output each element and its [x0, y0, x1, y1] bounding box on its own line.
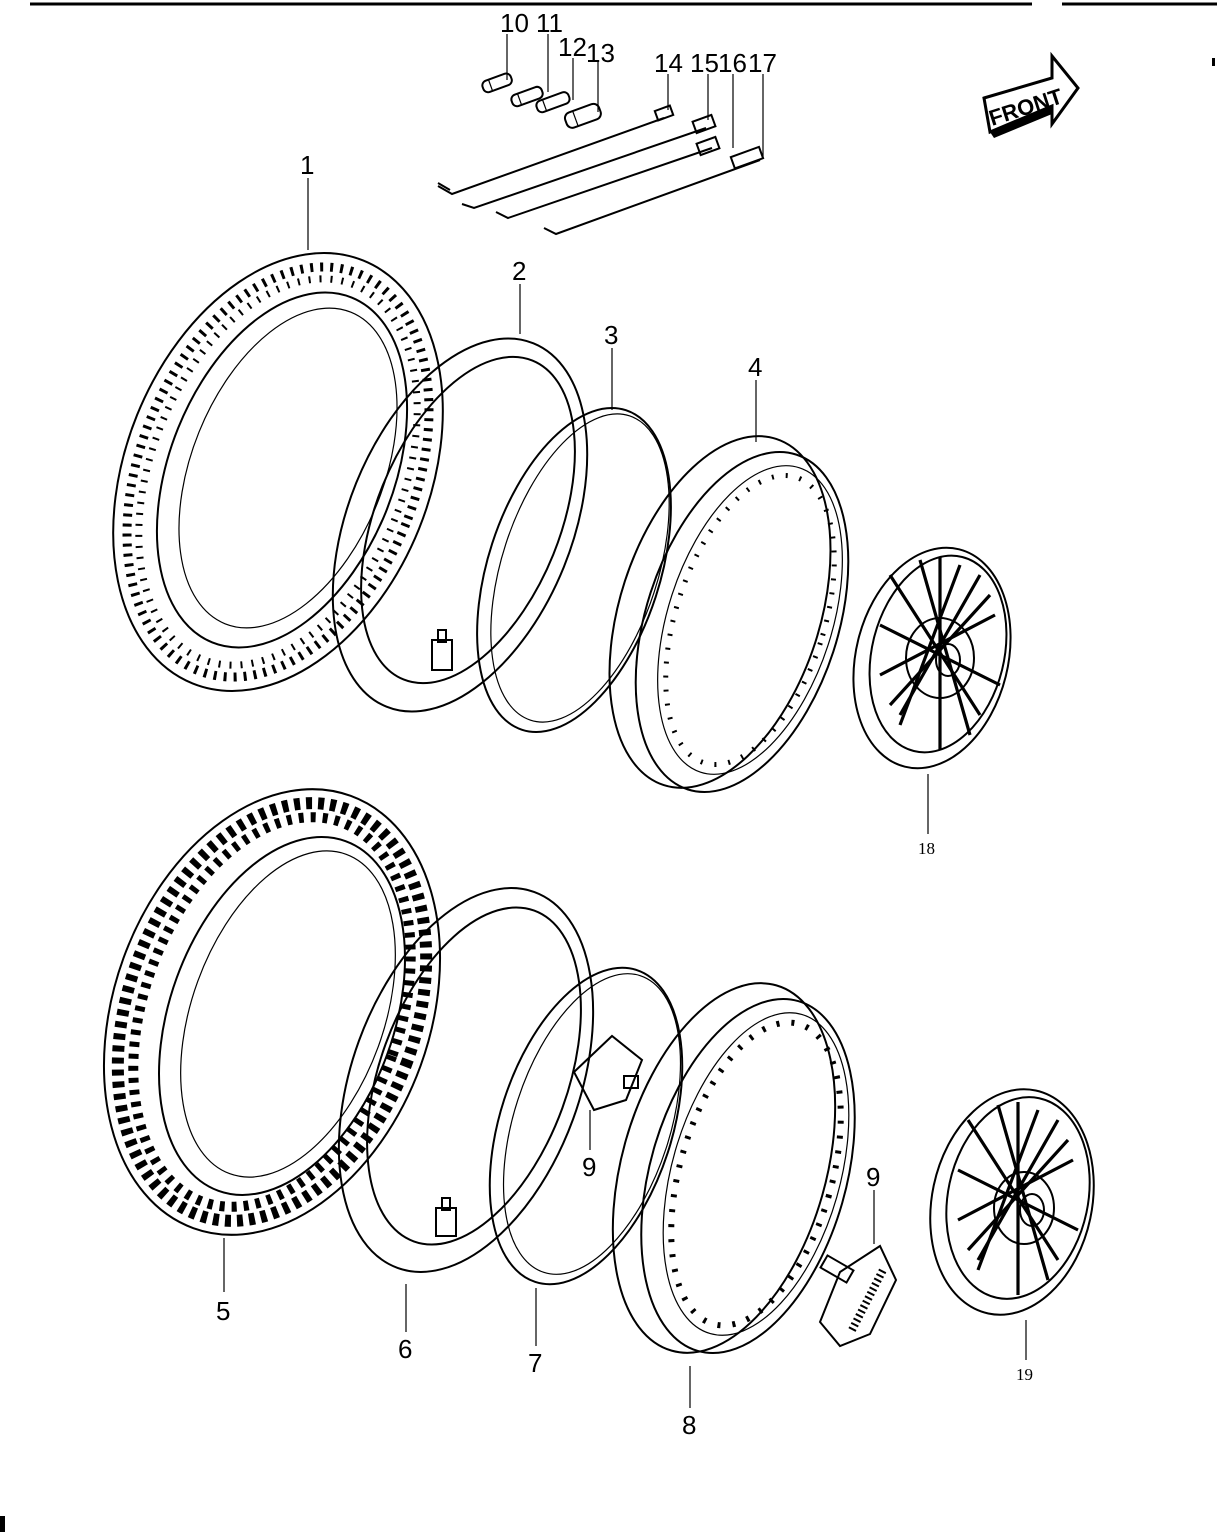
top-leaders	[506, 34, 764, 158]
rear-inner-tube	[337, 887, 595, 1273]
edge-mark	[0, 1516, 5, 1532]
callout-3: 3	[604, 320, 618, 350]
callout-9-left: 9	[582, 1152, 596, 1182]
callout-6: 6	[398, 1334, 412, 1364]
callout-9-right: 9	[866, 1162, 880, 1192]
rim-lock	[818, 1244, 898, 1348]
callout-15: 15	[690, 48, 719, 78]
callout-16: 16	[718, 48, 747, 78]
front-rim	[608, 435, 850, 793]
callout-11: 11	[536, 8, 563, 38]
callout-13: 13	[586, 38, 615, 68]
front-wheel-assembly	[852, 546, 1012, 770]
front-tire	[112, 252, 444, 692]
rear-tire	[102, 788, 442, 1236]
callout-5: 5	[216, 1296, 230, 1326]
callout-18: 18	[918, 839, 935, 858]
front-badge: FRONT	[982, 51, 1080, 138]
callout-7: 7	[528, 1348, 542, 1378]
callout-8: 8	[682, 1410, 696, 1440]
front-inner-tube	[331, 337, 589, 713]
callout-12: 12	[558, 32, 587, 62]
spoke-nipples	[481, 72, 602, 129]
leader-lines	[223, 178, 1027, 1408]
callout-10: 10	[500, 8, 529, 38]
callout-4: 4	[748, 352, 762, 382]
front-rim-band	[476, 407, 672, 733]
callout-19: 19	[1016, 1365, 1033, 1384]
rear-rim-band	[488, 966, 684, 1286]
rear-rim	[611, 982, 856, 1355]
callout-labels: 10 11 12 13 14 15 16 17 1 2 3 4 18 5 6 7…	[216, 8, 1033, 1440]
edge-mark-right	[1212, 58, 1215, 66]
callout-2: 2	[512, 256, 526, 286]
callout-1: 1	[300, 150, 314, 180]
callout-14: 14	[654, 48, 683, 78]
rear-wheel-assembly	[929, 1088, 1095, 1316]
spokes	[437, 104, 765, 236]
callout-17: 17	[748, 48, 777, 78]
